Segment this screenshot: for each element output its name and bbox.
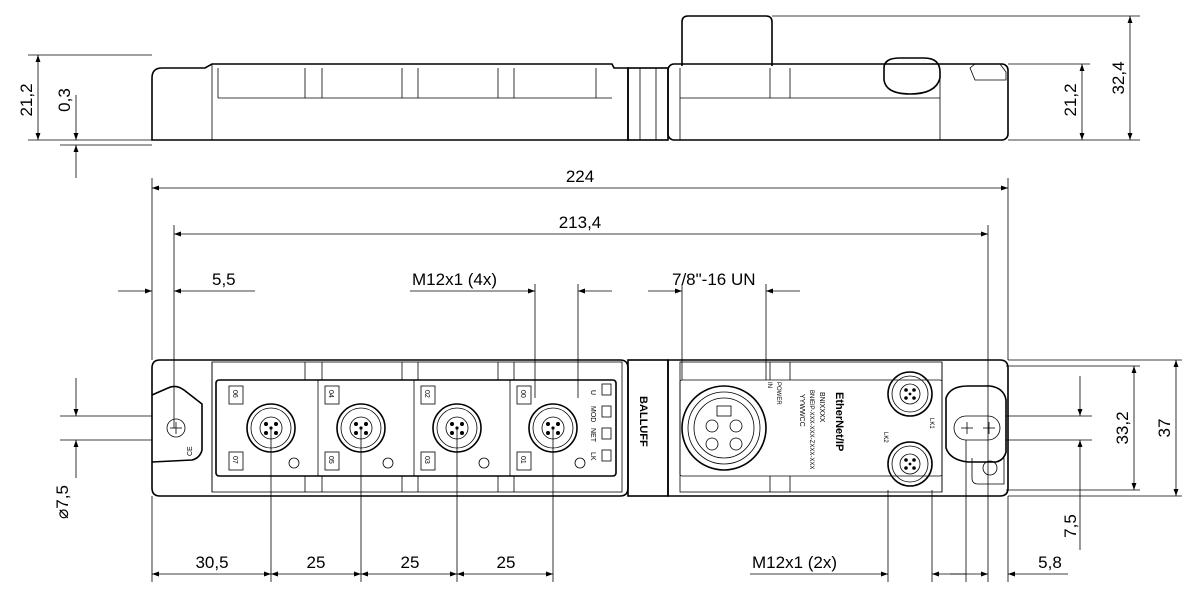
dim-right-offset: 5,8 xyxy=(1038,553,1062,572)
dim-side-right-total: 32,4 xyxy=(1109,61,1128,94)
port-label-00: 00 xyxy=(519,390,526,398)
dim-front-width-inner: 33,2 xyxy=(1113,411,1132,444)
dim-m12-link-ports: M12x1 (2x) xyxy=(752,553,837,572)
port-label-02: 02 xyxy=(423,390,430,398)
dim-first-port-offset: 30,5 xyxy=(195,553,228,572)
dim-side-right-height: 21,2 xyxy=(1061,83,1080,116)
dim-bottom-offset-right: 7,5 xyxy=(1061,514,1080,538)
ce-mark: CE xyxy=(187,446,194,456)
link-label-lk1: LK1 xyxy=(928,418,934,429)
side-dimensions: 21,2 0,3 21,2 32,4 xyxy=(17,15,1140,178)
m12-port-group xyxy=(246,403,578,453)
model-label: BNIXXXX xyxy=(818,392,825,423)
dim-hole-spacing: 213,4 xyxy=(559,213,602,232)
dim-port-pitch-1: 25 xyxy=(307,553,326,572)
front-bottom-dimensions: 30,5 25 25 25 M12x1 (2x) 5,8 xyxy=(151,428,1068,582)
dim-power-connector: 7/8"-16 UN xyxy=(672,270,756,289)
front-top-dimensions: 224 213,4 5,5 M12x1 (4x) 7/8"-16 UN xyxy=(118,167,1009,428)
status-leds: U MOD NET LK xyxy=(589,383,612,462)
port-labels: 06 07 04 05 02 03 00 01 xyxy=(228,385,532,471)
side-view xyxy=(151,15,1009,141)
dim-hole-offset: 5,5 xyxy=(212,270,236,289)
link-label-lk2: LK2 xyxy=(882,432,888,443)
front-side-dimensions: ⌀7,5 33,2 37 7,5 xyxy=(53,359,1182,550)
port-label-05: 05 xyxy=(327,456,334,464)
brand-logo: BALLUFF xyxy=(637,396,649,447)
power-connector xyxy=(681,385,767,471)
port-label-03: 03 xyxy=(423,456,430,464)
dim-port-pitch-2: 25 xyxy=(401,553,420,572)
dim-overall-length: 224 xyxy=(566,167,594,186)
led-label-lk: LK xyxy=(589,452,596,461)
led-label-net: NET xyxy=(589,428,596,443)
front-view: CE xyxy=(151,359,1009,497)
ethernetip-logo: EtherNet/IP xyxy=(833,392,845,451)
in-label: IN xyxy=(766,382,772,388)
dim-front-width-total: 37 xyxy=(1155,419,1174,438)
power-label: POWER xyxy=(775,382,781,405)
port-label-06: 06 xyxy=(231,390,238,398)
led-label-u: U xyxy=(589,390,596,395)
dim-port-pitch-3: 25 xyxy=(497,553,516,572)
m12-link-port-2 xyxy=(887,441,933,487)
date-code-label: YYWWCC xyxy=(798,394,805,427)
order-code-label: BNIEIP-XXX-XXX-ZXXX-XXX xyxy=(808,390,814,469)
port-label-04: 04 xyxy=(327,390,334,398)
dim-side-left-height: 21,2 xyxy=(17,83,36,116)
dim-side-left-gap: 0,3 xyxy=(55,88,74,112)
port-label-01: 01 xyxy=(519,456,526,464)
dim-m12-ports: M12x1 (4x) xyxy=(412,270,497,289)
led-label-mod: MOD xyxy=(589,406,596,422)
m12-link-port-1 xyxy=(887,371,933,417)
dim-hole-diameter: ⌀7,5 xyxy=(53,485,72,519)
port-label-07: 07 xyxy=(231,456,238,464)
